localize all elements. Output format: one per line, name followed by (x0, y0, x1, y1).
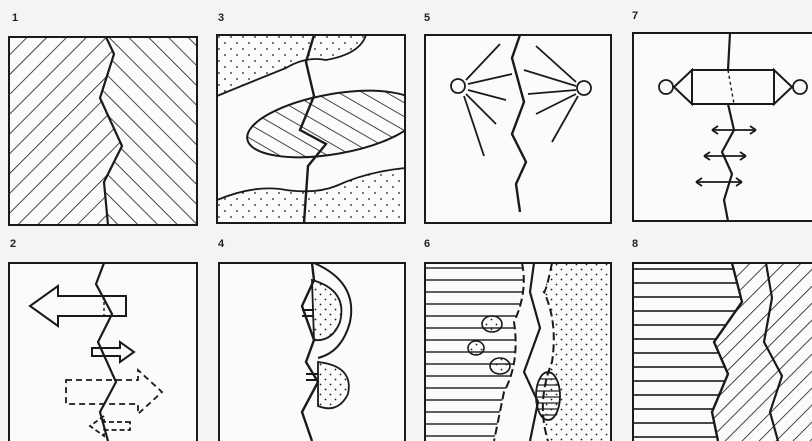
panel-number-4: 4 (218, 238, 224, 250)
panel-1-diagram (8, 36, 198, 226)
panel-number-8: 8 (632, 238, 638, 250)
panel-6-diagram (424, 262, 612, 441)
panel-4-diagram (218, 262, 406, 441)
lens-hatched (536, 372, 560, 420)
panel-number-1: 1 (12, 12, 18, 24)
panel-number-3: 3 (218, 12, 224, 24)
panel-number-7: 7 (632, 10, 638, 22)
panel-7-diagram (632, 32, 812, 222)
panel-number-6: 6 (424, 238, 430, 250)
panel-5-diagram (424, 34, 612, 224)
lens-2 (468, 341, 484, 355)
lens-1 (482, 316, 502, 332)
lens-3 (490, 358, 510, 374)
panel-number-2: 2 (10, 238, 16, 250)
panel-2-diagram (8, 262, 198, 441)
panel-number-5: 5 (424, 12, 430, 24)
panel-3-diagram (216, 34, 406, 224)
panel-8-diagram (632, 262, 812, 441)
